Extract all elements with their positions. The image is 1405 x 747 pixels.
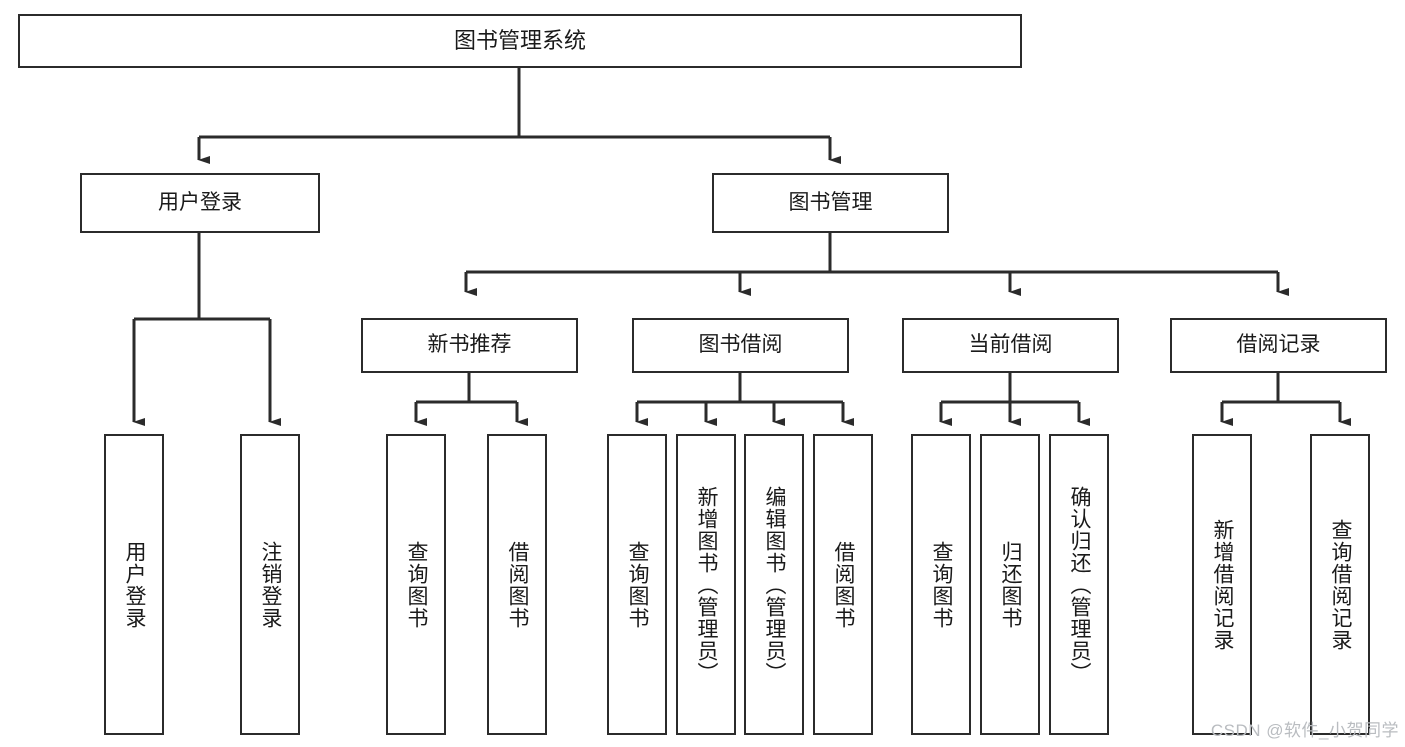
node-leaf-add-record-label: 新增借阅记录 bbox=[1211, 518, 1235, 651]
node-user-login-label: 用户登录 bbox=[158, 190, 242, 214]
node-leaf-edit-book-label: 编辑图书（管理员） bbox=[763, 485, 787, 684]
node-current-borrow[interactable]: 当前借阅 bbox=[902, 318, 1119, 373]
node-leaf-return-book[interactable]: 归还图书 bbox=[980, 434, 1040, 735]
node-leaf-return-book-label: 归还图书 bbox=[999, 540, 1023, 629]
node-leaf-query-book-1-label: 查询图书 bbox=[405, 540, 429, 629]
node-leaf-user-login-label: 用户登录 bbox=[123, 540, 147, 629]
node-leaf-query-book-1[interactable]: 查询图书 bbox=[386, 434, 446, 735]
node-leaf-logout-label: 注销登录 bbox=[259, 540, 283, 629]
node-leaf-confirm-return-label: 确认归还（管理员） bbox=[1068, 485, 1092, 684]
node-leaf-query-book-2-label: 查询图书 bbox=[626, 540, 650, 629]
node-new-book-recommendation-label: 新书推荐 bbox=[427, 333, 512, 357]
node-leaf-query-record[interactable]: 查询借阅记录 bbox=[1310, 434, 1370, 735]
node-leaf-user-login[interactable]: 用户登录 bbox=[104, 434, 164, 735]
node-leaf-query-record-label: 查询借阅记录 bbox=[1329, 518, 1353, 651]
node-current-borrow-label: 当前借阅 bbox=[968, 333, 1053, 357]
node-leaf-confirm-return[interactable]: 确认归还（管理员） bbox=[1049, 434, 1109, 735]
node-leaf-borrow-book-2[interactable]: 借阅图书 bbox=[813, 434, 873, 735]
node-root[interactable]: 图书管理系统 bbox=[18, 14, 1022, 68]
watermark: CSDN @软件_小贺同学 bbox=[1210, 721, 1399, 740]
node-leaf-borrow-book-2-label: 借阅图书 bbox=[832, 540, 856, 629]
node-leaf-edit-book[interactable]: 编辑图书（管理员） bbox=[744, 434, 804, 735]
node-book-borrow[interactable]: 图书借阅 bbox=[632, 318, 849, 373]
node-leaf-query-book-3-label: 查询图书 bbox=[930, 540, 954, 629]
node-book-borrow-label: 图书借阅 bbox=[698, 333, 783, 357]
node-leaf-query-book-3[interactable]: 查询图书 bbox=[911, 434, 971, 735]
node-user-login[interactable]: 用户登录 bbox=[80, 173, 320, 233]
node-leaf-add-book[interactable]: 新增图书（管理员） bbox=[676, 434, 736, 735]
node-leaf-query-book-2[interactable]: 查询图书 bbox=[607, 434, 667, 735]
node-leaf-borrow-book-1[interactable]: 借阅图书 bbox=[487, 434, 547, 735]
node-root-label: 图书管理系统 bbox=[453, 28, 586, 54]
node-leaf-borrow-book-1-label: 借阅图书 bbox=[506, 540, 530, 629]
node-book-manage[interactable]: 图书管理 bbox=[712, 173, 949, 233]
node-leaf-add-record[interactable]: 新增借阅记录 bbox=[1192, 434, 1252, 735]
node-leaf-logout[interactable]: 注销登录 bbox=[240, 434, 300, 735]
node-borrow-record[interactable]: 借阅记录 bbox=[1170, 318, 1387, 373]
node-borrow-record-label: 借阅记录 bbox=[1236, 333, 1321, 357]
node-new-book-recommendation[interactable]: 新书推荐 bbox=[361, 318, 578, 373]
node-book-manage-label: 图书管理 bbox=[788, 190, 873, 214]
node-leaf-add-book-label: 新增图书（管理员） bbox=[695, 485, 719, 684]
